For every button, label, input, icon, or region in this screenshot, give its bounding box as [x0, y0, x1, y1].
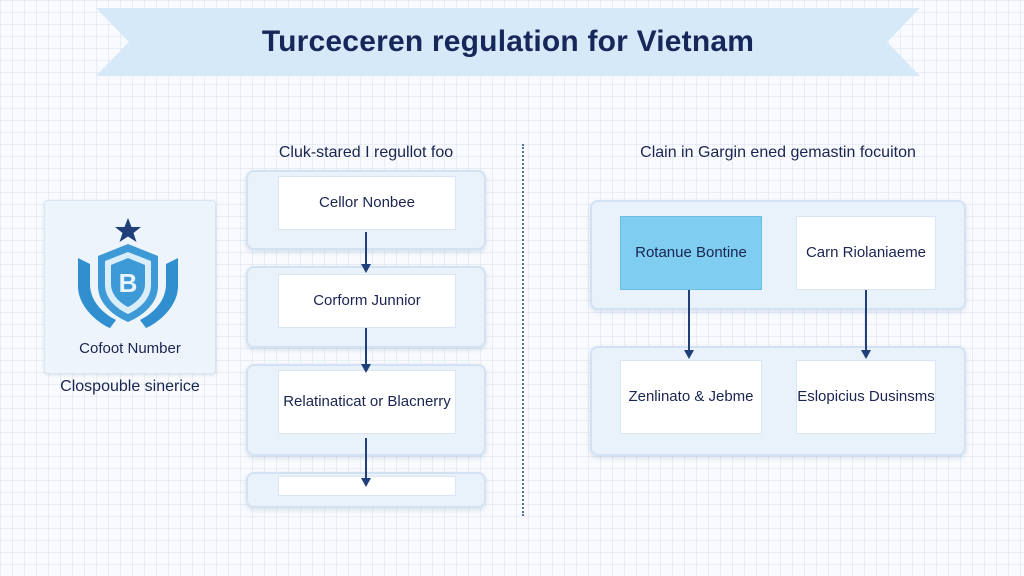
right-bottom-box-1: Zenlinato & Jebme [620, 360, 762, 434]
right-arrow-1 [688, 290, 690, 350]
title-banner: Turceceren regulation for Vietnam [96, 8, 920, 76]
step-box-2: Corform Junnior [278, 274, 456, 328]
step-box-1: Cellor Nonbee [278, 176, 456, 230]
flow-arrow-3-head [361, 478, 371, 487]
flow-arrow-2 [365, 328, 367, 364]
section-divider [522, 144, 524, 516]
highlight-box: Rotanue Bontine [620, 216, 762, 290]
right-bottom-box-2: Eslopicius Dusinsms [796, 360, 936, 434]
shield-emblem-letter: B [119, 268, 138, 298]
flow-arrow-1 [365, 232, 367, 264]
star-icon [115, 218, 141, 242]
card-title: Cofoot Number [79, 340, 181, 357]
right-arrow-2 [865, 290, 867, 350]
right-arrow-1-head [684, 350, 694, 359]
card-caption: Clospouble sinerice [60, 378, 200, 395]
right-arrow-2-head [861, 350, 871, 359]
flow-arrow-3 [365, 438, 367, 478]
step-box-3: Relatinaticat or Blacnerry [278, 370, 456, 434]
shield-icon: B [78, 218, 178, 328]
right-section-heading: Clain in Gargin ened gemastin focuiton [640, 144, 916, 161]
right-top-box-2: Carn Riolaniaeme [796, 216, 936, 290]
flow-arrow-1-head [361, 264, 371, 273]
flow-arrow-2-head [361, 364, 371, 373]
left-section-heading: Cluk-stared I regullot foo [278, 144, 454, 161]
page-title: Turceceren regulation for Vietnam [261, 25, 755, 58]
